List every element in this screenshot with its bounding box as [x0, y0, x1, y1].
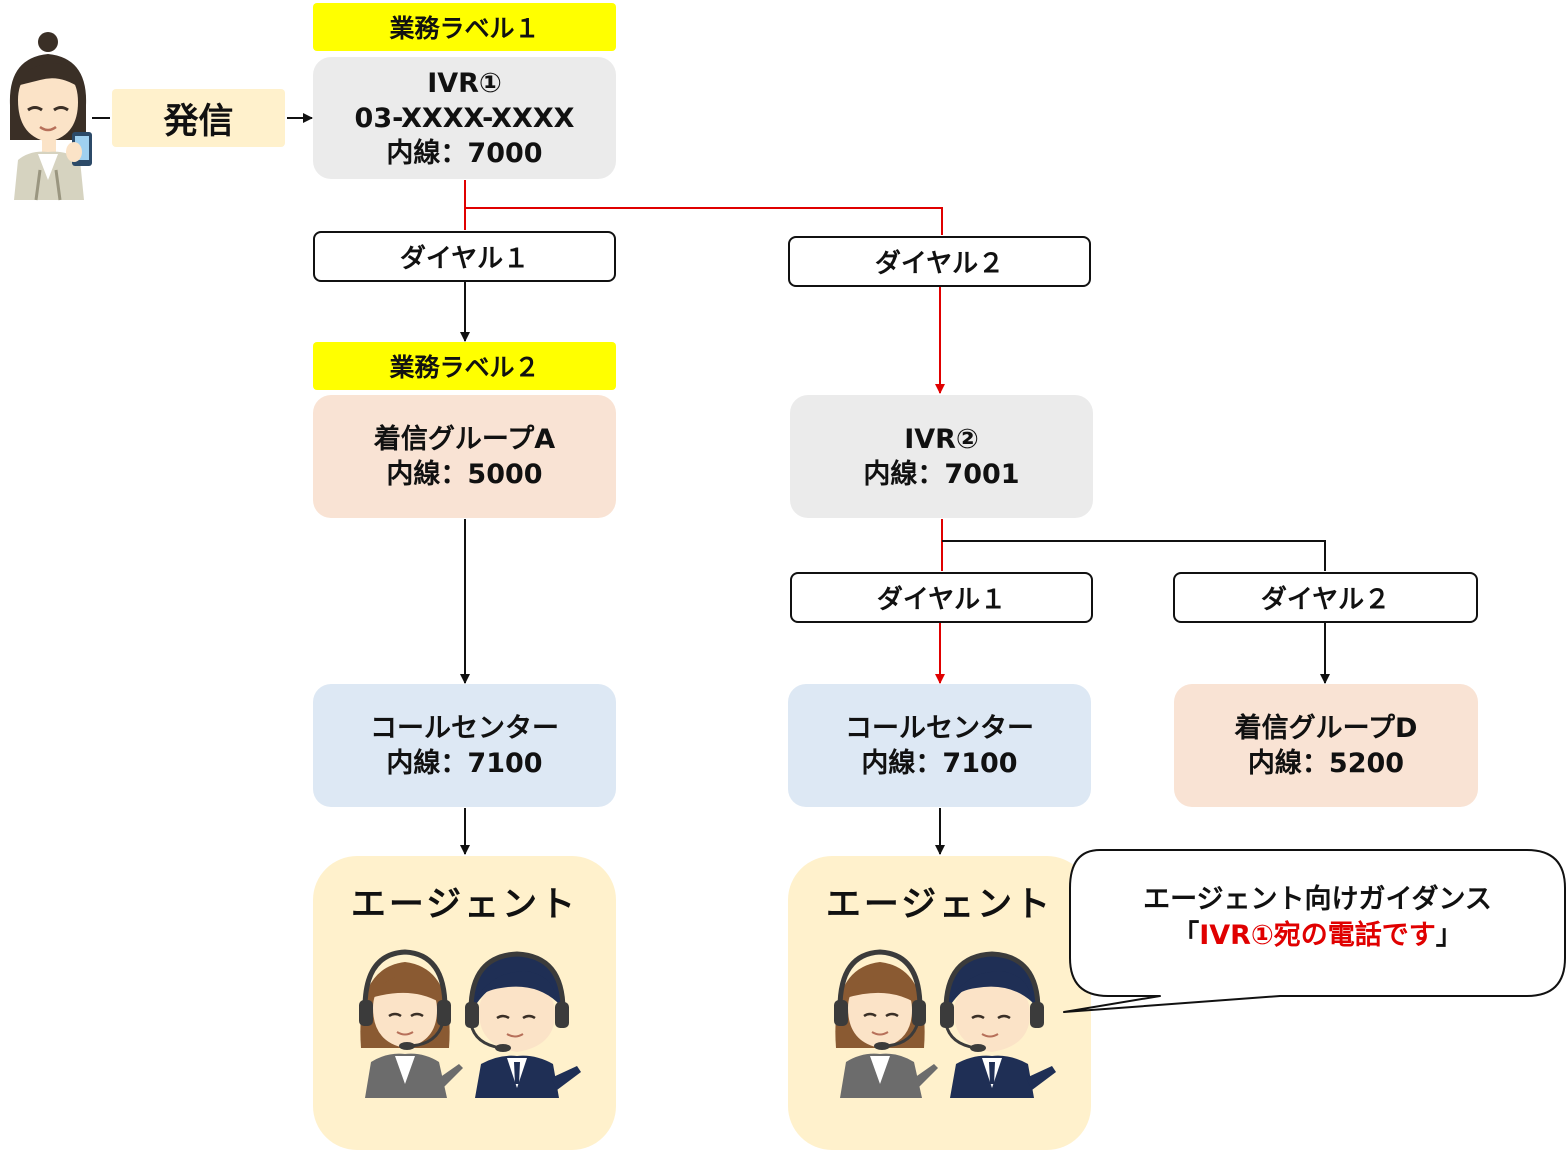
ivr1-name: IVR①	[427, 67, 502, 99]
guidance-speech-bubble	[1063, 849, 1566, 1013]
caller-icon	[9, 32, 92, 201]
agents-illustration-left	[359, 949, 581, 1098]
dial-1-left[interactable]: ダイヤル１	[313, 231, 616, 282]
agents-illustration-right	[834, 949, 1056, 1098]
ivr1-node[interactable]: IVR① 03-XXXX-XXXX 内線：7000	[313, 57, 616, 179]
dial-2-top[interactable]: ダイヤル２	[788, 236, 1091, 287]
ivr1-phone: 03-XXXX-XXXX	[354, 102, 575, 134]
dial-1-right[interactable]: ダイヤル１	[790, 572, 1093, 623]
guidance-text: エージェント向けガイダンス 「IVR①宛の電話です」	[1070, 882, 1565, 954]
call-action-label: 発信	[112, 89, 285, 147]
call-center-left-node[interactable]: コールセンター 内線：7100	[313, 684, 616, 807]
guidance-line2: 「IVR①宛の電話です」	[1172, 920, 1463, 951]
business-label-1: 業務ラベル１	[313, 3, 616, 51]
incoming-group-d-node[interactable]: 着信グループD 内線：5200	[1174, 684, 1478, 807]
red-branch-line	[465, 207, 943, 235]
ivr1-extension: 内線：7000	[386, 137, 543, 169]
call-center-right-node[interactable]: コールセンター 内線：7100	[788, 684, 1091, 807]
incoming-group-a-node[interactable]: 着信グループA 内線：5000	[313, 395, 616, 518]
guidance-line1: エージェント向けガイダンス	[1143, 884, 1492, 915]
guidance-highlight: IVR①宛の電話です	[1199, 920, 1436, 951]
agent-box-left: エージェント	[313, 856, 616, 1150]
ivr2-node[interactable]: IVR② 内線：7001	[790, 395, 1093, 518]
agent-box-right: エージェント	[788, 856, 1091, 1150]
business-label-2: 業務ラベル２	[313, 342, 616, 390]
dial-2-right[interactable]: ダイヤル２	[1173, 572, 1478, 623]
